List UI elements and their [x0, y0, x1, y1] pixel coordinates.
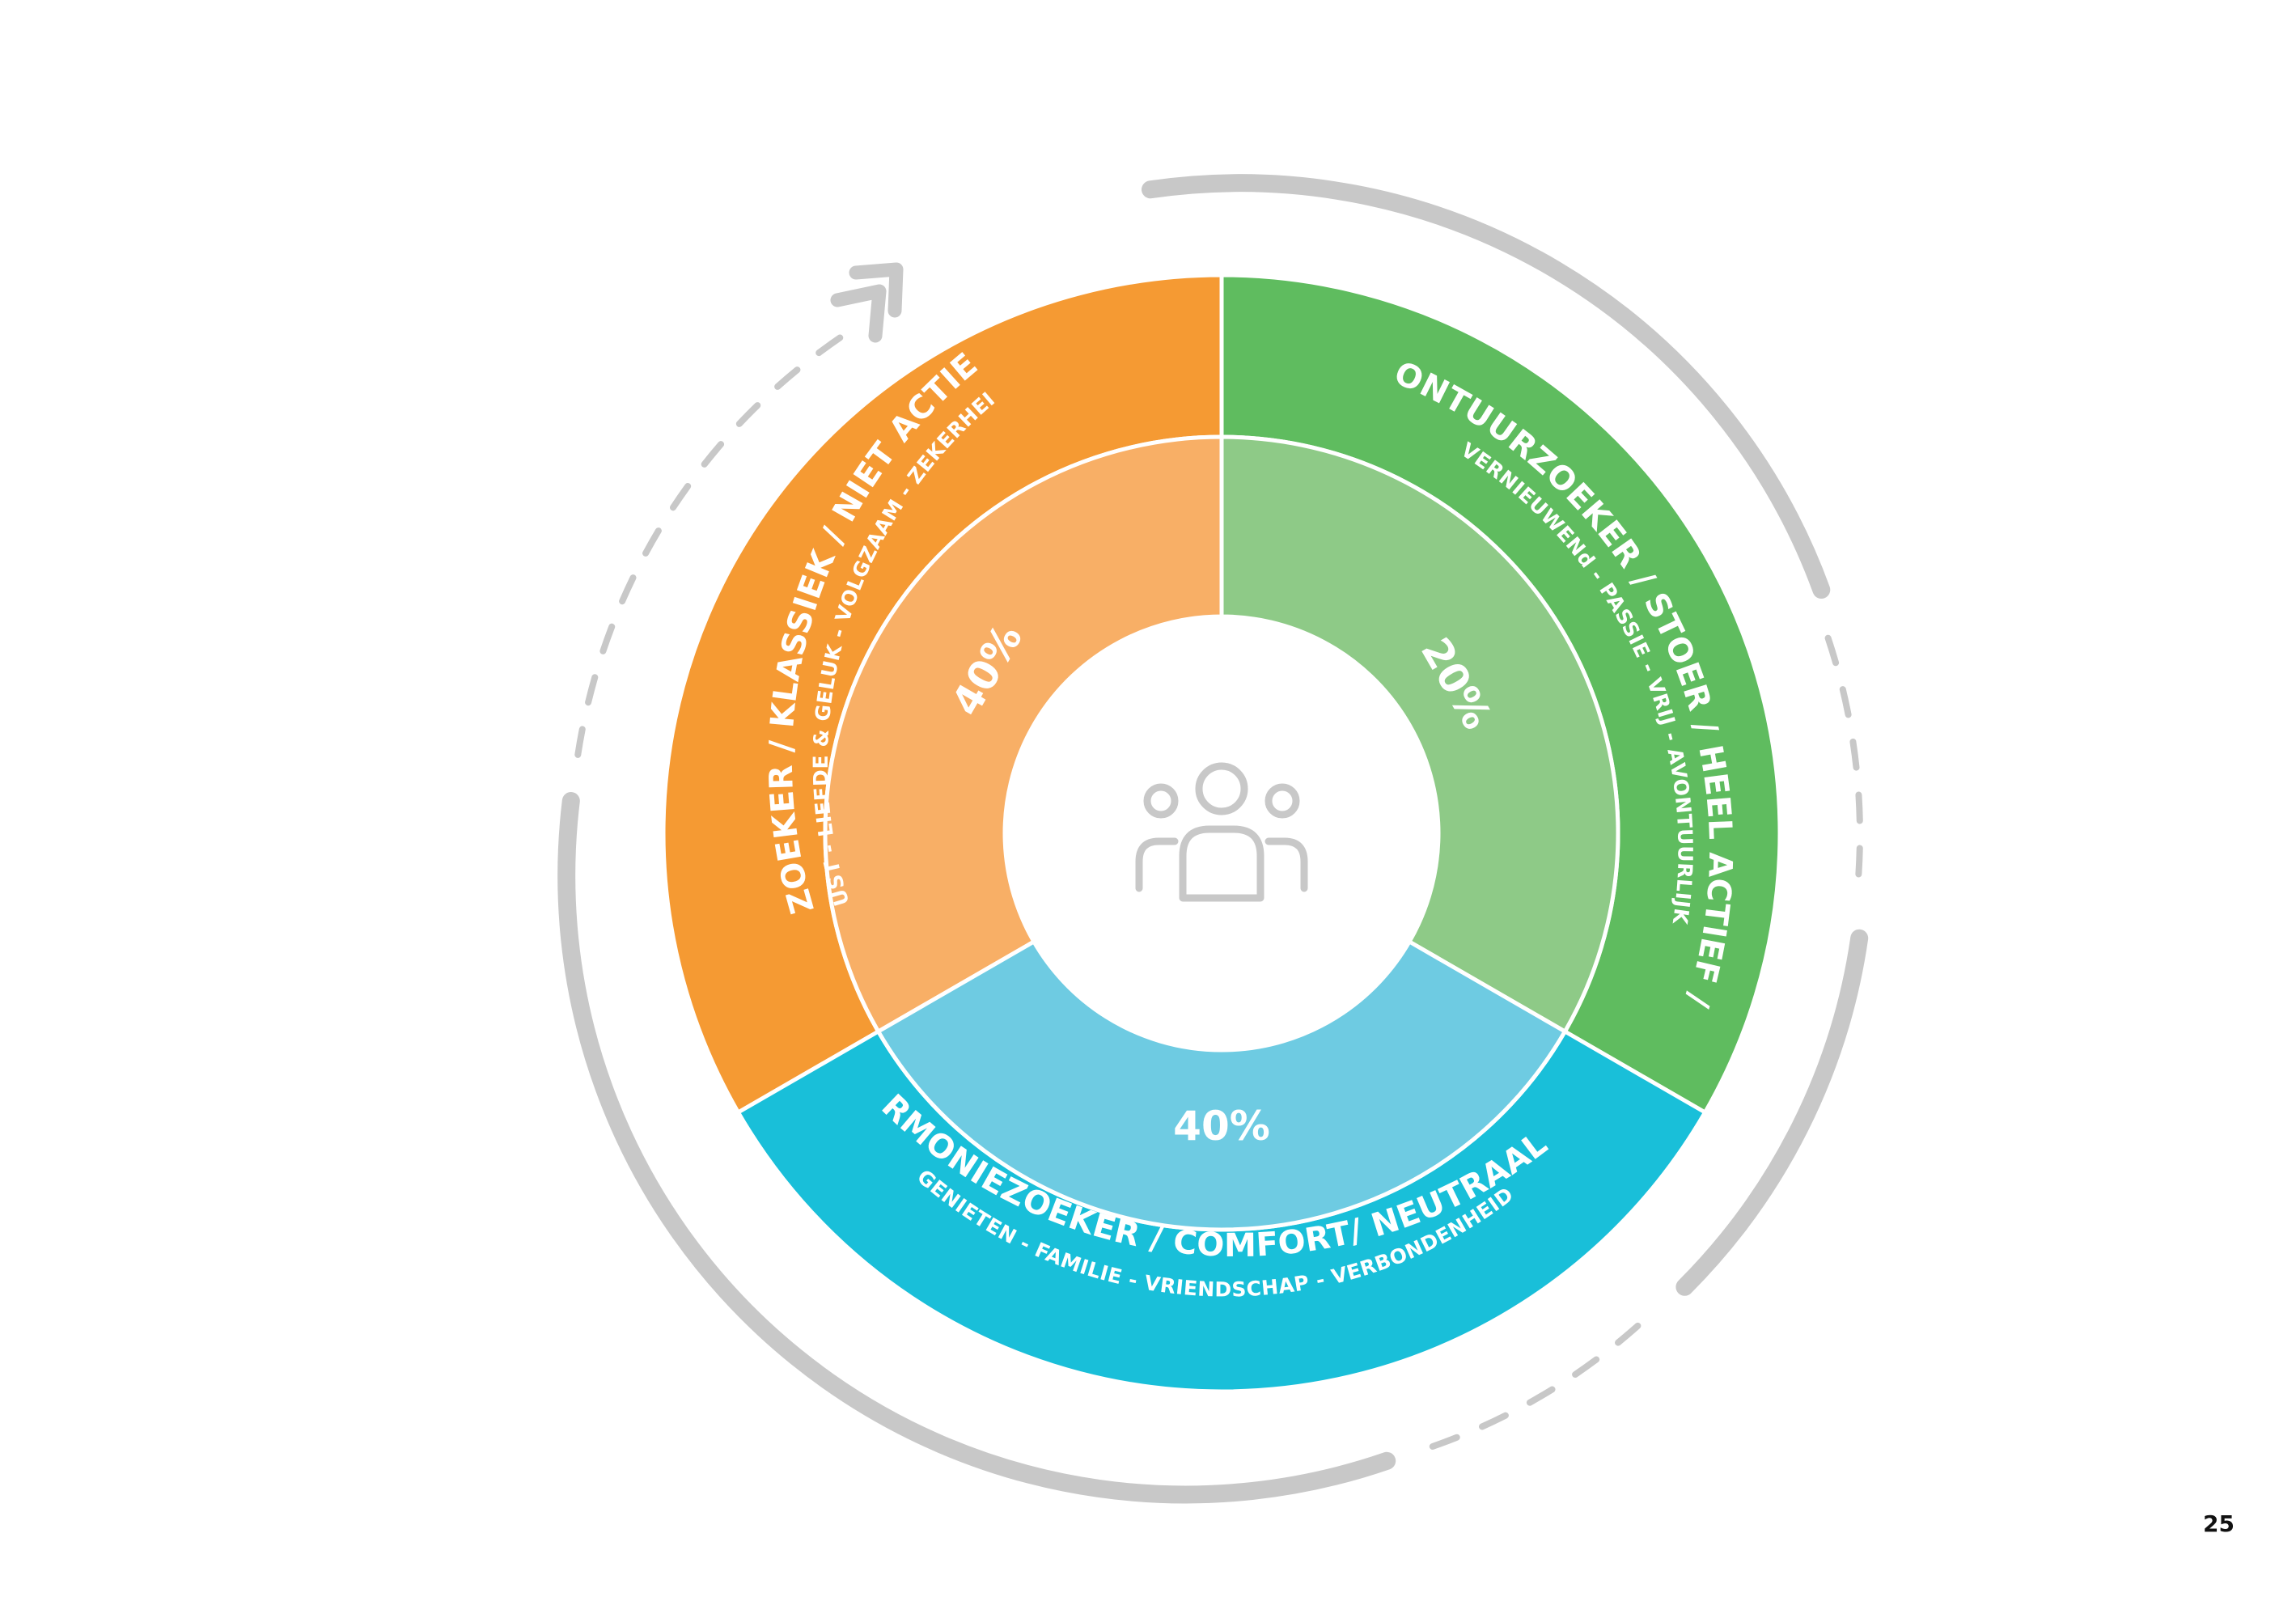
ring-segments [661, 273, 1782, 1394]
outer-cycle-ring [557, 174, 1869, 1504]
ring-dash-right [1824, 634, 1863, 891]
ring-dash-bottom [1409, 1322, 1642, 1457]
ring-arc-right [1675, 929, 1869, 1296]
center-circle [1005, 616, 1438, 1050]
double-chevron-arrow-icon [830, 262, 904, 343]
page-number: 25 [2203, 1510, 2235, 1537]
ring-dash-left [574, 328, 853, 758]
ring-arc-bottom-left [557, 792, 1396, 1504]
ring-arc-top-right [1142, 174, 1831, 599]
harmoniezoeker-percent: 40% [1173, 1103, 1270, 1150]
people-group-icon [1135, 762, 1308, 902]
